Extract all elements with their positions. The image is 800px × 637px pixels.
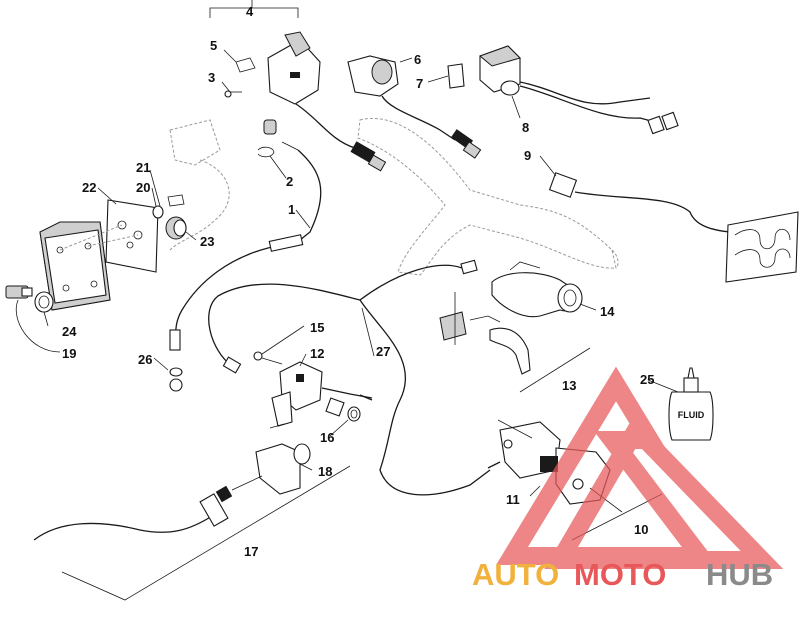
- brake-cable-27: [208, 264, 463, 367]
- watermark-word-auto: AUTO: [472, 557, 559, 592]
- handle-block-8: [479, 45, 521, 96]
- callout-3: 3: [208, 70, 215, 85]
- heater-element-9: [548, 172, 799, 283]
- callout-11: 11: [506, 492, 520, 507]
- lever-perch-14: [491, 261, 583, 318]
- group-brackets: [61, 0, 663, 601]
- cable-17: [33, 515, 213, 541]
- reservoir-outline: [169, 119, 230, 251]
- callout-4: 4: [246, 4, 254, 19]
- callout-8: 8: [522, 120, 529, 135]
- callout-26: 26: [138, 352, 152, 367]
- callout-labels: 1 2 3 4 5 6 7 8 9 10 11 12 13 14 15 16 1…: [62, 4, 654, 559]
- throttle-switch-6: [347, 55, 399, 97]
- callout-14: 14: [600, 304, 615, 319]
- watermark-text: AUTO MOTO HUB: [472, 557, 773, 592]
- callout-2: 2: [286, 174, 293, 189]
- grommet-23: [165, 216, 187, 240]
- callout-6: 6: [414, 52, 421, 67]
- oring-24: [34, 291, 54, 313]
- callout-21: 21: [136, 160, 150, 175]
- callout-10: 10: [634, 522, 648, 537]
- watermark-word-hub: HUB: [706, 557, 773, 592]
- throttle-cable-1: [175, 149, 322, 343]
- watermark-triangle-inner: [544, 415, 784, 569]
- callout-17: 17: [244, 544, 258, 559]
- callout-27: 27: [376, 344, 390, 359]
- callout-23: 23: [200, 234, 214, 249]
- clip-21: [167, 194, 185, 207]
- callout-13: 13: [562, 378, 576, 393]
- lever-13: [439, 292, 531, 375]
- nut-16: [325, 397, 361, 422]
- callout-25: 25: [640, 372, 654, 387]
- callout-16: 16: [320, 430, 334, 445]
- callout-15: 15: [310, 320, 324, 335]
- callout-5: 5: [210, 38, 217, 53]
- housing-block: [39, 221, 139, 311]
- throttle-block-12: [269, 361, 323, 429]
- cable-end-2: [257, 119, 299, 158]
- callout-1: 1: [288, 202, 295, 217]
- bolt-15: [253, 351, 283, 365]
- decal-7: [447, 63, 465, 89]
- washer-20: [152, 205, 164, 219]
- callout-24: 24: [62, 324, 77, 339]
- switch-housing-4: [224, 31, 321, 105]
- fluid-bottle-25: FLUID: [668, 367, 714, 441]
- nut-26: [169, 367, 183, 392]
- callout-9: 9: [524, 148, 531, 163]
- callout-19: 19: [62, 346, 76, 361]
- callout-7: 7: [416, 76, 423, 91]
- bracket-18: [255, 443, 311, 495]
- callout-22: 22: [82, 180, 96, 195]
- watermark-logo: [496, 366, 784, 569]
- leader-lines: [16, 49, 679, 497]
- handlebar-outline: [357, 118, 619, 276]
- switch-plug-19: [5, 285, 33, 299]
- bottle-label: FLUID: [678, 410, 705, 420]
- callout-18: 18: [318, 464, 332, 479]
- callout-20: 20: [136, 180, 150, 195]
- callout-12: 12: [310, 346, 324, 361]
- watermark-word-moto: MOTO: [574, 557, 666, 592]
